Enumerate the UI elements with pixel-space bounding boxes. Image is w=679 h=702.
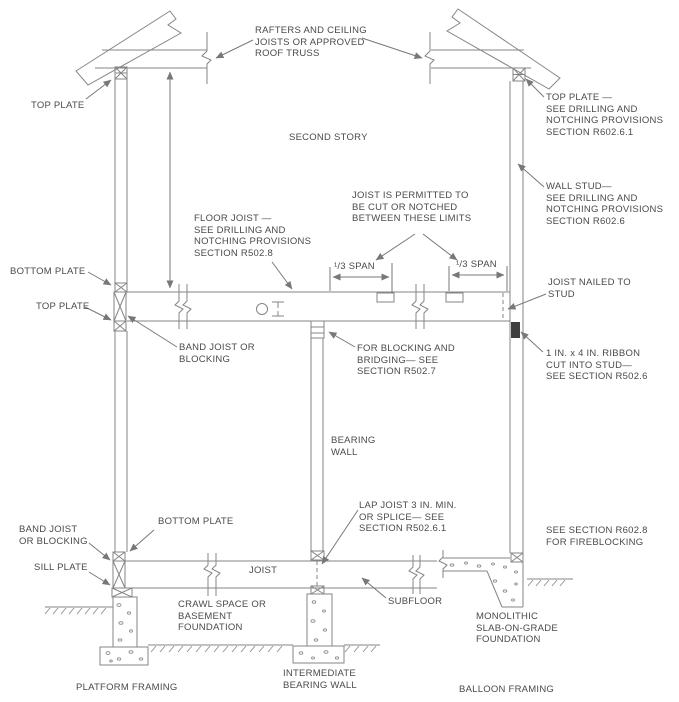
band-joist-upper-hatch bbox=[113, 291, 127, 322]
notch-cutout bbox=[376, 292, 395, 303]
leader-joist-nailed bbox=[507, 293, 547, 310]
break-symbol bbox=[424, 32, 435, 84]
left-wall bbox=[111, 79, 133, 598]
first-floor-joists bbox=[125, 553, 437, 596]
top-plate-right-hatch bbox=[512, 67, 526, 82]
label-balloon-framing: BALLOON FRAMING bbox=[459, 684, 555, 695]
leader-bottom-plate-upper bbox=[87, 271, 112, 286]
label-rafters-ceiling: RAFTERS AND CEILING JOISTS OR APPROVED R… bbox=[255, 25, 367, 59]
top-plate-left-hatch bbox=[114, 66, 128, 80]
center-foundation bbox=[292, 593, 345, 664]
break-symbol bbox=[203, 553, 221, 596]
bottom-plate-lower-hatch bbox=[112, 551, 126, 562]
bearing-wall-center bbox=[310, 320, 325, 595]
top-plate-mid-hatch bbox=[113, 320, 127, 332]
concrete-stipple bbox=[298, 600, 340, 660]
leader-top-plate-mid bbox=[84, 306, 112, 321]
label-subfloor: SUBFLOOR bbox=[388, 596, 443, 607]
balloon-bottom-plate-hatch bbox=[510, 552, 524, 563]
rafter-right bbox=[446, 8, 561, 90]
label-fireblocking: SEE SECTION R602.8 FOR FIREBLOCKING bbox=[546, 525, 648, 548]
dimension-arrows bbox=[166, 71, 508, 293]
slab-foundation bbox=[438, 550, 524, 608]
span-dimension-left bbox=[329, 263, 393, 293]
blocking-box bbox=[310, 320, 325, 339]
bearing-sill-hatch bbox=[310, 585, 325, 595]
leader-top-plate-right bbox=[525, 78, 545, 98]
label-intermediate-bearing-wall: INTERMEDIATE BEARING WALL bbox=[283, 668, 357, 691]
label-monolithic-slab: MONOLITHIC SLAB-ON-GRADE FOUNDATION bbox=[476, 611, 558, 645]
notch-cutout bbox=[445, 292, 464, 303]
label-platform-framing: PLATFORM FRAMING bbox=[76, 682, 178, 693]
bored-hole-symbol bbox=[256, 303, 268, 315]
label-joist: JOIST bbox=[249, 565, 278, 576]
break-symbol bbox=[411, 284, 429, 329]
break-symbol bbox=[438, 550, 448, 578]
label-second-story: SECOND STORY bbox=[289, 132, 368, 143]
leader-bottom-plate-lower bbox=[129, 529, 155, 552]
ceiling-joist-band-right bbox=[431, 49, 531, 69]
label-band-joist-upper: BAND JOIST OR BLOCKING bbox=[179, 342, 255, 365]
label-ribbon: 1 IN. x 4 IN. RIBBON CUT INTO STUD— SEE … bbox=[546, 348, 648, 382]
roof-right bbox=[424, 8, 561, 90]
leader-ribbon bbox=[520, 331, 544, 353]
concrete-stipple bbox=[105, 603, 144, 663]
label-bottom-plate-upper: BOTTOM PLATE bbox=[10, 266, 86, 277]
leader-floor-joist bbox=[271, 261, 293, 290]
leader-sill-plate bbox=[88, 571, 111, 586]
span-dimension-right bbox=[448, 266, 508, 291]
label-top-plate-right: TOP PLATE — SEE DRILLING AND NOTCHING PR… bbox=[546, 92, 664, 138]
ribbon-board bbox=[511, 322, 520, 338]
leader-subfloor bbox=[361, 577, 387, 599]
left-foundation bbox=[99, 596, 149, 666]
ceiling-joist-band-left bbox=[95, 49, 207, 69]
break-symbol bbox=[174, 284, 192, 329]
label-span-left: ¹/3 SPAN bbox=[334, 261, 375, 272]
second-floor-joists bbox=[127, 284, 510, 329]
concrete-stipple bbox=[449, 561, 518, 602]
label-bottom-plate-lower: BOTTOM PLATE bbox=[158, 516, 234, 527]
leader-rafters-left bbox=[215, 39, 254, 59]
right-wall bbox=[509, 81, 524, 563]
label-lap-joist: LAP JOIST 3 IN. MIN. OR SPLICE— SEE SECT… bbox=[359, 500, 457, 534]
leader-top-plate-left bbox=[85, 79, 112, 100]
label-sill-plate: SILL PLATE bbox=[34, 562, 88, 573]
roof-left bbox=[75, 10, 212, 86]
label-wall-stud: WALL STUD— SEE DRILLING AND NOTCHING PRO… bbox=[546, 181, 664, 227]
sill-plate-hatch bbox=[111, 587, 133, 598]
rafter-left bbox=[75, 10, 182, 86]
leader-band-joist-upper bbox=[127, 315, 178, 348]
label-band-joist-lower: BAND JOIST OR BLOCKING bbox=[19, 524, 88, 547]
leader-lap-joist bbox=[321, 509, 359, 565]
break-symbol bbox=[408, 555, 425, 594]
leader-rafters-right bbox=[361, 37, 423, 59]
bearing-bottom-plate-hatch bbox=[310, 550, 325, 561]
label-bearing-wall: BEARING WALL bbox=[331, 435, 376, 458]
leader-wall-stud bbox=[517, 163, 545, 188]
leader-notch-limit-left bbox=[375, 233, 416, 261]
leader-band-joist-lower bbox=[88, 542, 111, 561]
label-blocking-bridging: FOR BLOCKING AND BRIDGING— SEE SECTION R… bbox=[357, 343, 455, 377]
label-joist-cut-notch: JOIST IS PERMITTED TO BE CUT OR NOTCHED … bbox=[352, 190, 472, 224]
bottom-plate-upper-hatch bbox=[114, 282, 128, 293]
label-top-plate-left: TOP PLATE bbox=[31, 100, 85, 111]
leader-blocking-bridging bbox=[328, 331, 356, 348]
leader-arrows bbox=[84, 37, 547, 599]
band-joist-lower-hatch bbox=[112, 560, 126, 589]
label-crawl-space: CRAWL SPACE OR BASEMENT FOUNDATION bbox=[178, 599, 267, 633]
label-span-right: ¹/3 SPAN bbox=[456, 259, 497, 270]
leader-notch-limit-right bbox=[422, 233, 458, 261]
notch-depth-symbol bbox=[272, 301, 284, 317]
label-joist-nailed: JOIST NAILED TO STUD bbox=[548, 277, 631, 300]
label-top-plate-mid: TOP PLATE bbox=[36, 301, 90, 312]
grade-lines bbox=[44, 578, 573, 653]
label-floor-joist: FLOOR JOIST — SEE DRILLING AND NOTCHING … bbox=[194, 213, 312, 259]
break-symbol bbox=[201, 32, 212, 84]
